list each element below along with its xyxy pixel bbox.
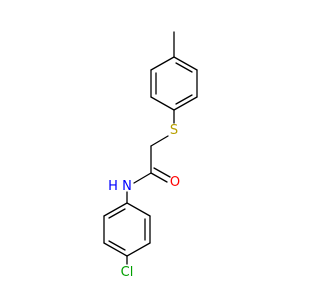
ring-bond (126, 242, 151, 257)
ring-double-bond (108, 208, 126, 219)
ring-double-bond (175, 62, 193, 73)
chlorine-label: Cl (121, 265, 134, 280)
carbonyl-double-bond (153, 167, 171, 178)
ring-bond (173, 56, 198, 71)
ring-bond (173, 96, 198, 111)
ring-bond (103, 202, 128, 217)
ring-bond (103, 242, 128, 257)
structure-diagram: S O N H Cl (103, 31, 198, 280)
sulfur-methylene-bond (150, 135, 169, 147)
atom-labels: S O N H Cl (108, 123, 180, 280)
bonds (103, 31, 198, 265)
hydrogen-label: H (108, 179, 118, 194)
chlorophenyl-ring (103, 202, 151, 257)
ring-bond (150, 56, 175, 71)
tolyl-ring (150, 56, 198, 111)
amide-bond (133, 172, 152, 184)
carbonyl-double-bond (150, 172, 168, 183)
nitrogen-label: N (122, 179, 132, 194)
ring-bond (126, 202, 151, 217)
molecule-canvas: S O N H Cl (103, 31, 198, 280)
oxygen-label: O (170, 175, 180, 190)
ring-bond (150, 96, 175, 111)
ring-double-bond (108, 240, 126, 251)
sulfur-label: S (170, 123, 178, 138)
ring-double-bond (175, 94, 193, 105)
